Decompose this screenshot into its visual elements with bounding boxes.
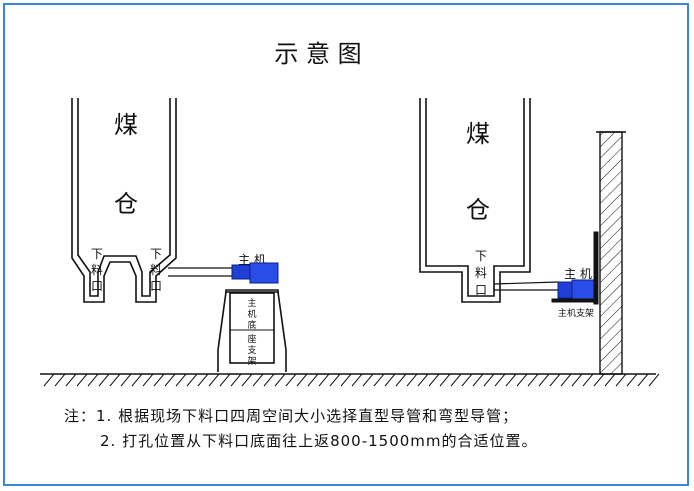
- right-bin-label-1: 煤: [466, 120, 490, 148]
- ground-hatch-line: [351, 373, 363, 387]
- ground-hatch-line: [637, 373, 649, 387]
- ground-hatch-line: [461, 373, 473, 387]
- left-pipe: [168, 267, 232, 277]
- left-outlet-b-3: 口: [150, 279, 162, 293]
- diagram-title: 示 意 图: [274, 40, 361, 68]
- ground-hatch-line: [483, 373, 495, 387]
- ground-hatch-line: [208, 373, 220, 387]
- ground-hatch-line: [175, 373, 187, 387]
- ground-hatch-line: [241, 373, 253, 387]
- ground-hatch-line: [263, 373, 275, 387]
- right-outlet-2: 料: [475, 266, 487, 280]
- ground-hatch-line: [120, 373, 132, 387]
- ground-hatch-line: [439, 373, 451, 387]
- ground-hatch-line: [560, 373, 572, 387]
- left-outlet-b-1: 下: [150, 247, 162, 261]
- left-bin-label-2: 仓: [114, 190, 138, 218]
- ground-hatch-line: [219, 373, 231, 387]
- right-bracket: [551, 231, 599, 305]
- ground-hatch-line: [142, 373, 154, 387]
- ground-hatch-line: [318, 373, 330, 387]
- ground-hatch-line: [76, 373, 88, 387]
- ground-hatch-line: [296, 373, 308, 387]
- ground-hatch-line: [648, 373, 660, 387]
- left-outlet-a-2: 料: [91, 263, 103, 277]
- ground-hatch-line: [538, 373, 550, 387]
- ground-hatch-line: [109, 373, 121, 387]
- ground-hatch-line: [505, 373, 517, 387]
- ground-hatch-line: [98, 373, 110, 387]
- ground-hatch-line: [494, 373, 506, 387]
- left-main-unit: [231, 262, 279, 284]
- ground-hatch-line: [230, 373, 242, 387]
- ground-hatch-line: [406, 373, 418, 387]
- ground-hatch-line: [472, 373, 484, 387]
- ground-hatch-line: [131, 373, 143, 387]
- ground-hatch-line: [615, 373, 627, 387]
- left-outlet-a-3: 口: [91, 279, 103, 293]
- ground-hatch-line: [285, 373, 297, 387]
- note-line-1: 注：1. 根据现场下料口四周空间大小选择直型导管和弯型导管；: [64, 407, 519, 425]
- right-main-unit: [557, 279, 597, 301]
- left-base-label-5: 支: [247, 344, 256, 356]
- ground-hatch-line: [395, 373, 407, 387]
- diagram-frame: [3, 3, 689, 486]
- ground-hatch-line: [43, 373, 55, 387]
- left-outlet-a-1: 下: [91, 247, 103, 261]
- ground-hatch-line: [197, 373, 209, 387]
- right-main-unit-label: 主 机: [564, 267, 592, 281]
- ground-hatch-line: [87, 373, 99, 387]
- ground-hatch-line: [54, 373, 66, 387]
- ground-hatch-line: [571, 373, 583, 387]
- note-line-2: 2. 打孔位置从下料口底面往上返800-1500mm的合适位置。: [100, 432, 538, 450]
- ground-hatch-line: [417, 373, 429, 387]
- ground-hatch-line: [274, 373, 286, 387]
- ground-hatch: [43, 373, 660, 387]
- left-base-label-2: 机: [247, 308, 256, 320]
- ground-hatch-line: [527, 373, 539, 387]
- ground-hatch-line: [362, 373, 374, 387]
- ground-hatch-line: [373, 373, 385, 387]
- right-outlet-3: 口: [475, 283, 487, 297]
- ground-hatch-line: [153, 373, 165, 387]
- ground-hatch-line: [186, 373, 198, 387]
- ground-hatch-line: [626, 373, 638, 387]
- ground-hatch-line: [384, 373, 396, 387]
- right-coal-bin: [419, 98, 531, 303]
- ground-hatch-line: [593, 373, 605, 387]
- right-bin-label-2: 仓: [466, 196, 490, 224]
- ground-hatch-line: [340, 373, 352, 387]
- ground-hatch-line: [329, 373, 341, 387]
- ground-hatch-line: [604, 373, 616, 387]
- left-base-label-6: 架: [247, 356, 256, 367]
- left-base-support: [217, 289, 287, 372]
- left-base-label-3: 底: [247, 319, 256, 331]
- left-bin-label-1: 煤: [114, 111, 138, 139]
- left-base-label-4: 座: [247, 333, 256, 345]
- wall: [596, 131, 626, 375]
- left-outlet-b-2: 料: [150, 263, 162, 277]
- right-bracket-label: 主机支架: [558, 307, 594, 319]
- right-outlet-1: 下: [475, 249, 487, 263]
- ground-hatch-line: [516, 373, 528, 387]
- right-pipe: [493, 281, 559, 291]
- ground-hatch-line: [164, 373, 176, 387]
- ground-hatch-line: [549, 373, 561, 387]
- ground-hatch-line: [428, 373, 440, 387]
- left-coal-bin: [71, 98, 177, 303]
- ground-hatch-line: [65, 373, 77, 387]
- ground-hatch-line: [252, 373, 264, 387]
- ground-hatch-line: [450, 373, 462, 387]
- ground-hatch-line: [307, 373, 319, 387]
- ground-hatch-line: [582, 373, 594, 387]
- left-base-label-1: 主: [247, 297, 256, 309]
